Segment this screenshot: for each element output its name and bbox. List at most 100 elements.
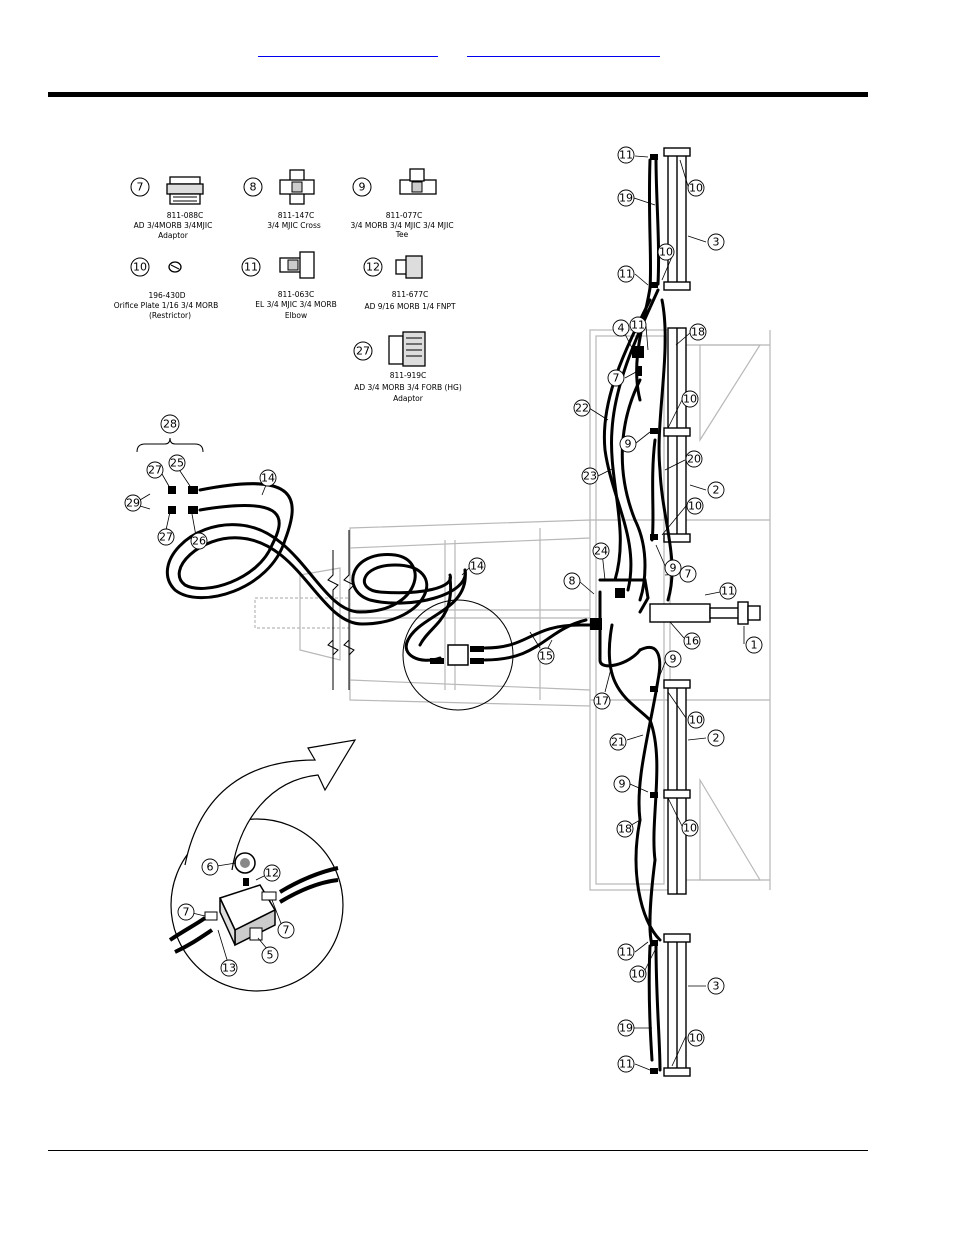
callout-27: 27 (148, 464, 162, 477)
callout-22: 22 (575, 402, 589, 415)
group-brace (136, 437, 204, 453)
adaptor-small-icon (395, 255, 423, 279)
callout-20: 20 (687, 453, 701, 466)
callout-26: 26 (192, 535, 206, 548)
part-10-legend: 10 196-430D Orifice Plate 1/16 3/4 MORB … (114, 257, 218, 320)
callout-9: 9 (670, 562, 677, 575)
part-number: 811-147C (278, 211, 315, 220)
callout-14: 14 (470, 560, 484, 573)
callout-15: 15 (539, 650, 553, 663)
part-description: Adaptor (393, 394, 424, 403)
part-8-legend: 8 811-147C 3/4 MJIC Cross (243, 169, 321, 230)
callout-10: 10 (683, 822, 697, 835)
tee-fitting-icon (399, 168, 437, 195)
part-number: 811-919C (390, 371, 427, 380)
adaptor-forb-icon (388, 331, 426, 367)
part-number: 196-430D (148, 291, 185, 300)
part-callout: 9 (359, 181, 366, 194)
part-description: EL 3/4 MJIC 3/4 MORB (255, 300, 336, 309)
fittings (168, 154, 658, 1074)
callout-6: 6 (207, 861, 214, 874)
cross-fitting-icon (279, 169, 315, 205)
callout-11: 11 (619, 1058, 633, 1071)
callout-9: 9 (619, 778, 626, 791)
callout-10: 10 (683, 393, 697, 406)
callout-17: 17 (595, 695, 609, 708)
part-description: Elbow (285, 311, 307, 320)
header-link-1[interactable] (258, 40, 438, 57)
callout-21: 21 (611, 736, 625, 749)
callout-9: 9 (625, 438, 632, 451)
hose-19-bottom (654, 942, 662, 1072)
part-12-legend: 12 811-677C AD 9/16 MORB 1/4 FNPT (363, 255, 456, 311)
callout-2: 2 (713, 484, 720, 497)
part-number: 811-077C (386, 211, 423, 220)
cylinder-1 (649, 603, 711, 623)
hose-15-a (483, 623, 598, 650)
part-description: AD 3/4MORB 3/4MJIC (134, 221, 213, 230)
part-9-legend: 9 811-077C 3/4 MORB 3/4 MJIC 3/4 MJIC Te… (350, 168, 454, 239)
part-description: 3/4 MORB 3/4 MJIC 3/4 MJIC (350, 221, 453, 230)
callout-11: 11 (631, 319, 645, 332)
callout-7: 7 (685, 568, 692, 581)
part-number: 811-677C (392, 290, 429, 299)
callout-18: 18 (691, 326, 705, 339)
callout-2: 2 (713, 732, 720, 745)
callouts (124, 146, 763, 1073)
callout-9: 9 (670, 653, 677, 666)
hose-14-c (404, 568, 467, 662)
hose-20 (657, 298, 674, 602)
part-description: 3/4 MJIC Cross (267, 221, 321, 230)
part-number: 811-063C (278, 290, 315, 299)
header-rule (48, 92, 868, 97)
adaptor-fitting-icon (166, 176, 204, 205)
hydraulic-hoses (165, 156, 674, 1072)
detail-magnifier (402, 599, 514, 711)
callout-4: 4 (618, 322, 625, 335)
hose-14-d (418, 576, 453, 647)
callout-16: 16 (685, 635, 699, 648)
callout-23: 23 (583, 470, 597, 483)
elbow-fitting-icon (279, 251, 315, 279)
part-callout: 27 (356, 345, 370, 358)
part-callout: 11 (244, 261, 258, 274)
hose-23 (602, 298, 652, 592)
part-description: Tee (395, 230, 409, 239)
part-27-legend: 27 811-919C AD 3/4 MORB 3/4 FORB (HG) Ad… (353, 331, 462, 403)
callout-10: 10 (688, 500, 702, 513)
part-description: AD 9/16 MORB 1/4 FNPT (364, 302, 456, 311)
hose-14-a (165, 482, 467, 614)
callout-10: 10 (689, 182, 703, 195)
header-link-2[interactable] (467, 40, 660, 57)
callout-1: 1 (751, 639, 758, 652)
callout-8: 8 (569, 575, 576, 588)
callout-5: 5 (267, 949, 274, 962)
hose-19-top (654, 156, 661, 286)
hose-15-b (483, 618, 588, 662)
hose-18-lower (634, 818, 662, 942)
callout-12: 12 (265, 867, 279, 880)
hose-14-b (177, 504, 452, 626)
part-callout: 12 (366, 261, 380, 274)
callout-10: 10 (689, 714, 703, 727)
callout-3: 3 (713, 980, 720, 993)
hose-24 (598, 578, 650, 614)
callout-13: 13 (222, 962, 236, 975)
wing-cylinders (649, 147, 761, 1077)
callout-19: 19 (619, 1022, 633, 1035)
leader-lines (139, 155, 745, 1071)
callout-11: 11 (619, 268, 633, 281)
callout-7: 7 (283, 924, 290, 937)
callout-7: 7 (183, 906, 190, 919)
part-callout: 10 (133, 261, 147, 274)
callout-25: 25 (170, 457, 184, 470)
callout-labels: 28 27 25 29 27 26 14 14 11 10 19 3 10 11… (126, 149, 758, 1071)
part-description: Orifice Plate 1/16 3/4 MORB (114, 301, 218, 310)
part-description: (Restrictor) (149, 311, 191, 320)
callout-11: 11 (619, 946, 633, 959)
detail-arrow (184, 739, 357, 871)
callout-7: 7 (613, 372, 620, 385)
part-callout: 7 (137, 181, 144, 194)
part-description: Adaptor (158, 231, 189, 240)
